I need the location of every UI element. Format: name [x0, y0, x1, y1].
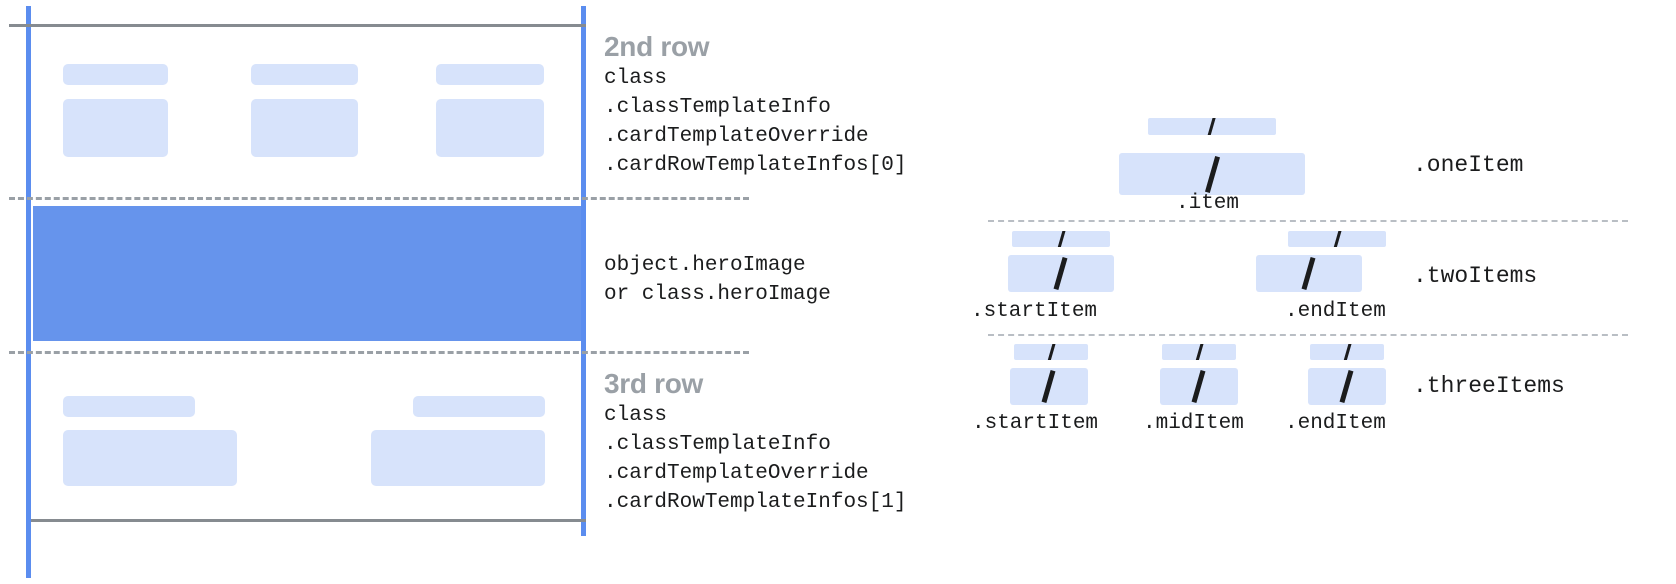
hero-image-band — [33, 206, 581, 341]
slash-glyph — [1339, 369, 1354, 404]
item-name-label: .startItem — [972, 412, 1099, 435]
slash-glyph — [1053, 256, 1068, 291]
item-block — [1119, 153, 1305, 195]
item-label-bar — [1012, 231, 1110, 247]
annotation-hero-row: object.heroImage or class.heroImage — [604, 251, 831, 309]
item-block — [1160, 368, 1238, 405]
annotation-second-row: 2nd row class .classTemplateInfo .cardTe… — [604, 30, 906, 180]
item-block — [1010, 368, 1088, 405]
item-label-bar — [1148, 118, 1276, 135]
item-label-bar — [1014, 344, 1088, 360]
hero-row-code-line: or class.heroImage — [604, 283, 831, 306]
placeholder-block — [251, 99, 358, 157]
item-label-bar — [1162, 344, 1236, 360]
second-row-code-line: .cardRowTemplateInfos[0] — [604, 154, 907, 177]
item-name-label: .endItem — [1285, 300, 1386, 323]
card-bottom-rule — [31, 519, 586, 522]
item-block — [1256, 255, 1362, 292]
variant-name-label: .oneItem — [1413, 152, 1524, 178]
slash-glyph — [1191, 369, 1206, 404]
second-row-code-line: .classTemplateInfo — [604, 96, 831, 119]
second-row-code-line: .cardTemplateOverride — [604, 125, 869, 148]
item-name-label: .item — [1176, 192, 1240, 215]
variant-separator — [988, 334, 1628, 336]
annotation-third-row: 3rd row class .classTemplateInfo .cardTe… — [604, 367, 906, 517]
item-name-label: .startItem — [971, 300, 1098, 323]
variant-name-label: .threeItems — [1413, 373, 1565, 399]
card-left-edge — [26, 6, 31, 578]
slash-glyph — [1194, 344, 1205, 360]
item-block — [1008, 255, 1114, 292]
placeholder-label — [413, 396, 545, 417]
placeholder-label — [436, 64, 544, 85]
third-row-code-line: .cardRowTemplateInfos[1] — [604, 491, 907, 514]
card-template-panel — [0, 0, 749, 584]
placeholder-block — [436, 99, 544, 157]
card-right-edge — [581, 6, 586, 536]
variant-separator — [988, 220, 1628, 222]
item-label-bar — [1310, 344, 1384, 360]
slash-glyph — [1332, 231, 1343, 247]
third-row-code-line: .cardTemplateOverride — [604, 462, 869, 485]
third-row-title: 3rd row — [604, 368, 704, 399]
third-row-code-line: .classTemplateInfo — [604, 433, 831, 456]
placeholder-label — [251, 64, 358, 85]
card-top-rule — [9, 24, 586, 27]
slash-glyph — [1041, 369, 1056, 404]
item-variants-panel: .item .oneItem .startItem .endItem .twoI… — [940, 0, 1676, 584]
row-divider-top — [9, 197, 749, 200]
item-label-bar — [1288, 231, 1386, 247]
slash-glyph — [1204, 156, 1221, 193]
slash-glyph — [1056, 231, 1067, 247]
slash-glyph — [1046, 344, 1057, 360]
placeholder-block — [63, 99, 168, 157]
variant-name-label: .twoItems — [1413, 263, 1538, 289]
slash-glyph — [1301, 256, 1316, 291]
placeholder-block — [371, 430, 545, 486]
third-row-code-line: class — [604, 404, 668, 427]
slash-glyph — [1342, 344, 1353, 360]
placeholder-label — [63, 396, 195, 417]
item-block — [1308, 368, 1386, 405]
item-name-label: .endItem — [1285, 412, 1386, 435]
row-divider-bottom — [9, 351, 749, 354]
second-row-code-line: class — [604, 67, 668, 90]
second-row-title: 2nd row — [604, 31, 710, 62]
item-name-label: .midItem — [1143, 412, 1244, 435]
placeholder-label — [63, 64, 168, 85]
hero-row-code-line: object.heroImage — [604, 254, 806, 277]
placeholder-block — [63, 430, 237, 486]
slash-glyph — [1206, 118, 1217, 135]
